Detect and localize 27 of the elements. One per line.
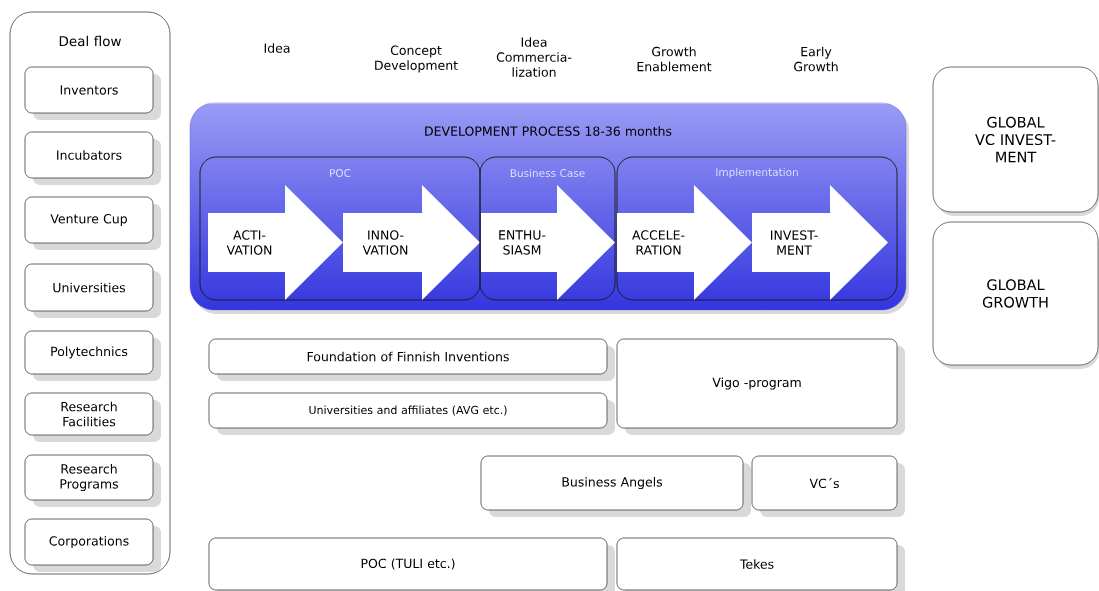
- process-step: ACTI- VATION: [208, 185, 343, 300]
- stage-box: GLOBAL GROWTH: [932, 221, 1099, 369]
- stage-label: Growth Enablement: [637, 46, 712, 72]
- rounded-box: Incubators: [24, 131, 161, 185]
- rounded-box: Inventors: [24, 66, 161, 120]
- process-step: ENTHU- SIASM: [481, 185, 615, 300]
- rounded-box: Venture Cup: [24, 196, 161, 250]
- stage-label: Early Growth: [794, 46, 838, 72]
- rounded-box: Corporations: [24, 518, 161, 572]
- process-step: ACCELE- RATION: [617, 185, 752, 300]
- rounded-box: Tekes: [616, 537, 905, 591]
- rounded-box: Research Programs: [24, 454, 161, 507]
- rounded-box: POC (TULI etc.): [208, 537, 615, 591]
- rounded-box: Vigo -program: [616, 338, 905, 435]
- rounded-box: Polytechnics: [24, 330, 161, 381]
- rounded-box: Foundation of Finnish Inventions: [208, 338, 615, 381]
- process-step: INVEST- MENT: [752, 185, 888, 300]
- rounded-box: Universities and affiliates (AVG etc.): [208, 392, 615, 435]
- rounded-box: Business Angels: [480, 455, 751, 517]
- rounded-box: Research Facilities: [24, 392, 161, 442]
- rounded-box: VC´s: [751, 455, 905, 517]
- process-step: INNO- VATION: [343, 185, 480, 300]
- stage-box: GLOBAL VC INVEST- MENT: [932, 66, 1099, 216]
- rounded-box: Universities: [24, 263, 161, 318]
- stage-label: Idea Commercia- lization: [496, 37, 572, 77]
- stage-label: Concept Development: [375, 45, 458, 73]
- stage-label: Idea: [264, 43, 290, 53]
